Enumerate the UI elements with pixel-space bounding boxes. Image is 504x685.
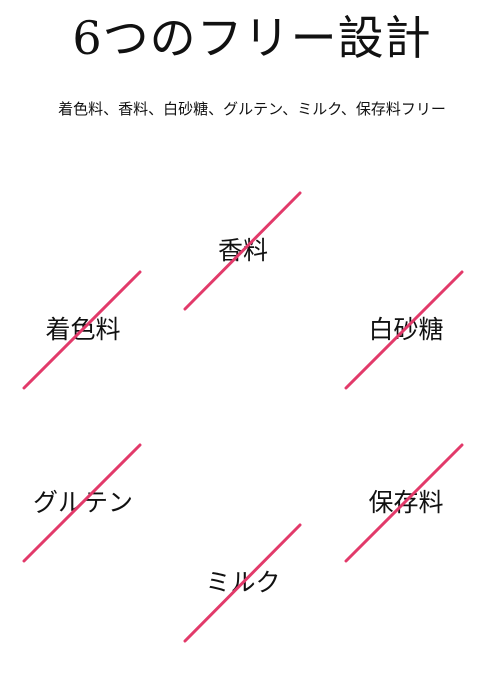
strike-through-icon	[22, 443, 142, 563]
free-item-preservative: 保存料	[336, 438, 476, 568]
strike-through-icon	[183, 523, 302, 643]
page-subtitle: 着色料、香料、白砂糖、グルテン、ミルク、保存料フリー	[58, 100, 446, 118]
strike-through-icon	[183, 191, 302, 311]
free-item-milk: ミルク	[173, 518, 313, 648]
free-item-fragrance: 香料	[173, 186, 313, 316]
free-item-coloring: 着色料	[13, 265, 153, 395]
strike-through-icon	[344, 443, 464, 563]
free-item-white-sugar: 白砂糖	[336, 265, 476, 395]
free-item-gluten: グルテン	[13, 438, 153, 568]
strike-through-icon	[22, 270, 142, 390]
page-title: 6つのフリー設計	[72, 11, 432, 65]
strike-through-icon	[344, 270, 464, 390]
